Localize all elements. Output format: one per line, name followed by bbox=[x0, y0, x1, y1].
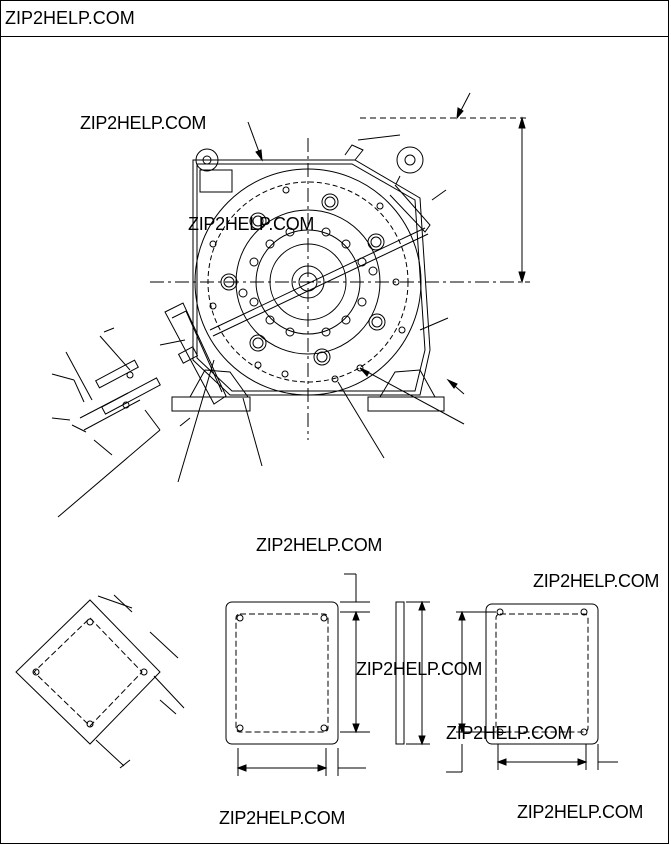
watermark-text: ZIP2HELP.COM bbox=[356, 659, 483, 679]
gasket-diamond bbox=[15, 594, 185, 769]
pin-detail bbox=[51, 335, 161, 518]
watermark-text: ZIP2HELP.COM bbox=[188, 214, 315, 234]
watermark-text: ZIP2HELP.COM bbox=[256, 535, 383, 555]
plate-front bbox=[225, 573, 370, 776]
watermark-text: ZIP2HELP.COM bbox=[517, 802, 644, 822]
drawing-frame bbox=[0, 36, 669, 844]
main-assembly bbox=[51, 92, 530, 518]
watermark-text: ZIP2HELP.COM bbox=[533, 571, 660, 591]
header-title: ZIP2HELP.COM bbox=[5, 8, 135, 28]
watermark-text: ZIP2HELP.COM bbox=[219, 808, 346, 828]
watermark-text: ZIP2HELP.COM bbox=[446, 723, 573, 743]
plate-profile bbox=[395, 600, 430, 746]
watermark-text: ZIP2HELP.COM bbox=[80, 113, 207, 133]
plate-rear bbox=[446, 603, 618, 773]
